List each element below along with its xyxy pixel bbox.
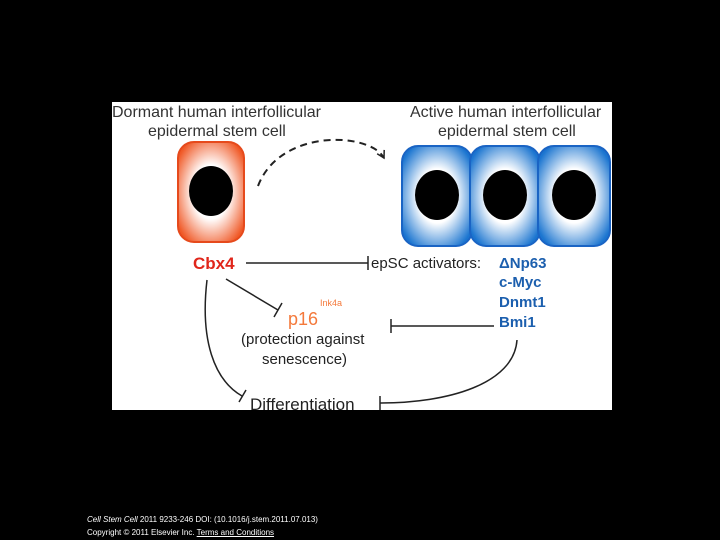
- citation-line: Cell Stem Cell 2011 9233-246 DOI: (10.10…: [87, 515, 318, 524]
- active-title-line1: Active human interfollicular: [410, 104, 602, 121]
- p16-label: p16: [288, 309, 318, 329]
- protection-line2: senescence): [262, 351, 347, 368]
- active-cell-2: [469, 145, 541, 247]
- activation-dashed-arrow: [257, 138, 385, 187]
- inhibition-activators-to-differentiation: [379, 339, 518, 410]
- active-title-line2: epidermal stem cell: [438, 123, 576, 140]
- inhibition-cbx4-to-activators: [246, 256, 369, 270]
- dormant-title-line1: Dormant human interfollicular: [112, 104, 322, 121]
- p16-superscript: Ink4a: [320, 298, 342, 308]
- activator-dnmt1: Dnmt1: [499, 294, 546, 311]
- differentiation-label: Differentiation: [250, 395, 355, 410]
- active-cell-1-nucleus: [415, 170, 459, 220]
- copyright-line: Copyright © 2011 Elsevier Inc. Terms and…: [87, 528, 274, 537]
- inhibition-cbx4-to-differentiation: [204, 279, 247, 403]
- active-cell-3: [537, 145, 611, 247]
- cbx4-label: Cbx4: [193, 254, 235, 273]
- active-cell-2-nucleus: [483, 170, 527, 220]
- inhibition-activators-to-p16: [390, 319, 494, 333]
- copyright-text: Copyright © 2011 Elsevier Inc.: [87, 528, 195, 537]
- activator-dnp63: ΔNp63: [499, 255, 546, 272]
- active-cell-1: [401, 145, 473, 247]
- diagram-svg: Dormant human interfollicular epidermal …: [112, 104, 611, 410]
- dormant-title-line2: epidermal stem cell: [148, 123, 286, 140]
- activator-cmyc: c-Myc: [499, 274, 542, 291]
- journal-name: Cell Stem Cell: [87, 515, 138, 524]
- active-cell-3-nucleus: [552, 170, 596, 220]
- diagram-figure: Dormant human interfollicular epidermal …: [112, 102, 612, 410]
- activator-bmi1: Bmi1: [499, 314, 536, 331]
- dormant-cell: [177, 141, 245, 243]
- protection-line1: (protection against: [241, 331, 365, 348]
- inhibition-cbx4-to-p16: [225, 278, 283, 318]
- dormant-cell-nucleus: [189, 166, 233, 216]
- activators-label: epSC activators:: [371, 255, 481, 272]
- terms-link[interactable]: Terms and Conditions: [196, 528, 275, 537]
- citation-text: 2011 9233-246 DOI: (10.1016/j.stem.2011.…: [137, 515, 318, 524]
